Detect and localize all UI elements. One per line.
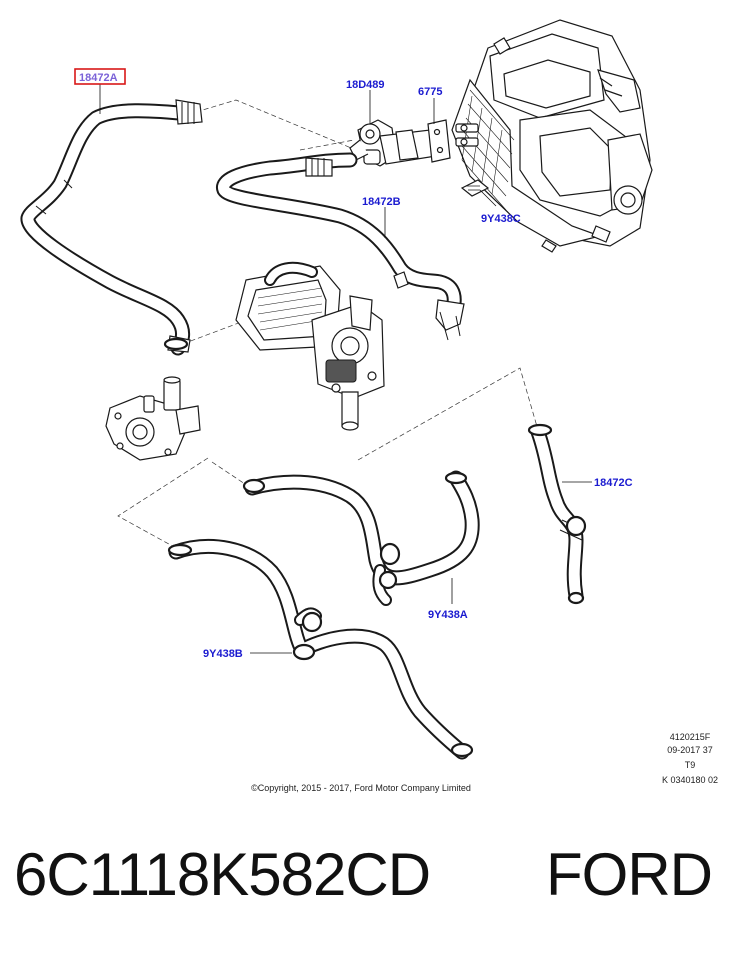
drawing-reference: 4120215F 09-2017 37 T9 K 0340180 02 — [662, 732, 718, 785]
callout-9Y438A: 9Y438A — [428, 609, 468, 621]
valve-18D489 — [349, 119, 437, 167]
drawing-ref-line-3: T9 — [685, 760, 696, 770]
callout-highlight-box — [74, 68, 126, 85]
hose-18472A — [20, 99, 203, 356]
heater-inlet-pipes — [455, 123, 479, 147]
callout-labels: 18472A 18D489 6775 18472B 9Y438C 18472C … — [74, 68, 633, 660]
hose-18472C — [530, 424, 585, 604]
copyright-notice: ©Copyright, 2015 - 2017, Ford Motor Comp… — [251, 783, 471, 793]
drawing-ref-line-2: 09-2017 37 — [667, 745, 713, 755]
callout-18D489: 18D489 — [346, 79, 385, 91]
callout-18472C: 18472C — [594, 477, 633, 489]
grommet-9Y438C — [460, 179, 490, 197]
drawing-ref-line-4: K 0340180 02 — [662, 775, 718, 785]
hose-18472B — [216, 152, 465, 341]
footer: 6C1118K582CD FORD — [0, 830, 734, 940]
brand-name: FORD — [546, 841, 713, 908]
bracket-6775 — [427, 119, 451, 163]
part-number: 6C1118K582CD — [14, 841, 431, 908]
callout-18472B: 18472B — [362, 196, 401, 208]
callout-9Y438B: 9Y438B — [203, 648, 243, 660]
leader-lines — [99, 84, 592, 654]
callout-18472A: 18472A — [79, 72, 118, 84]
hose-clamps — [163, 337, 587, 758]
callout-6775: 6775 — [418, 86, 442, 98]
thermostat-housing — [105, 376, 201, 461]
drawing-ref-line-1: 4120215F — [670, 732, 711, 742]
heater-unit — [451, 19, 653, 253]
callout-9Y438C: 9Y438C — [481, 213, 521, 225]
egr-cooler — [235, 261, 385, 431]
